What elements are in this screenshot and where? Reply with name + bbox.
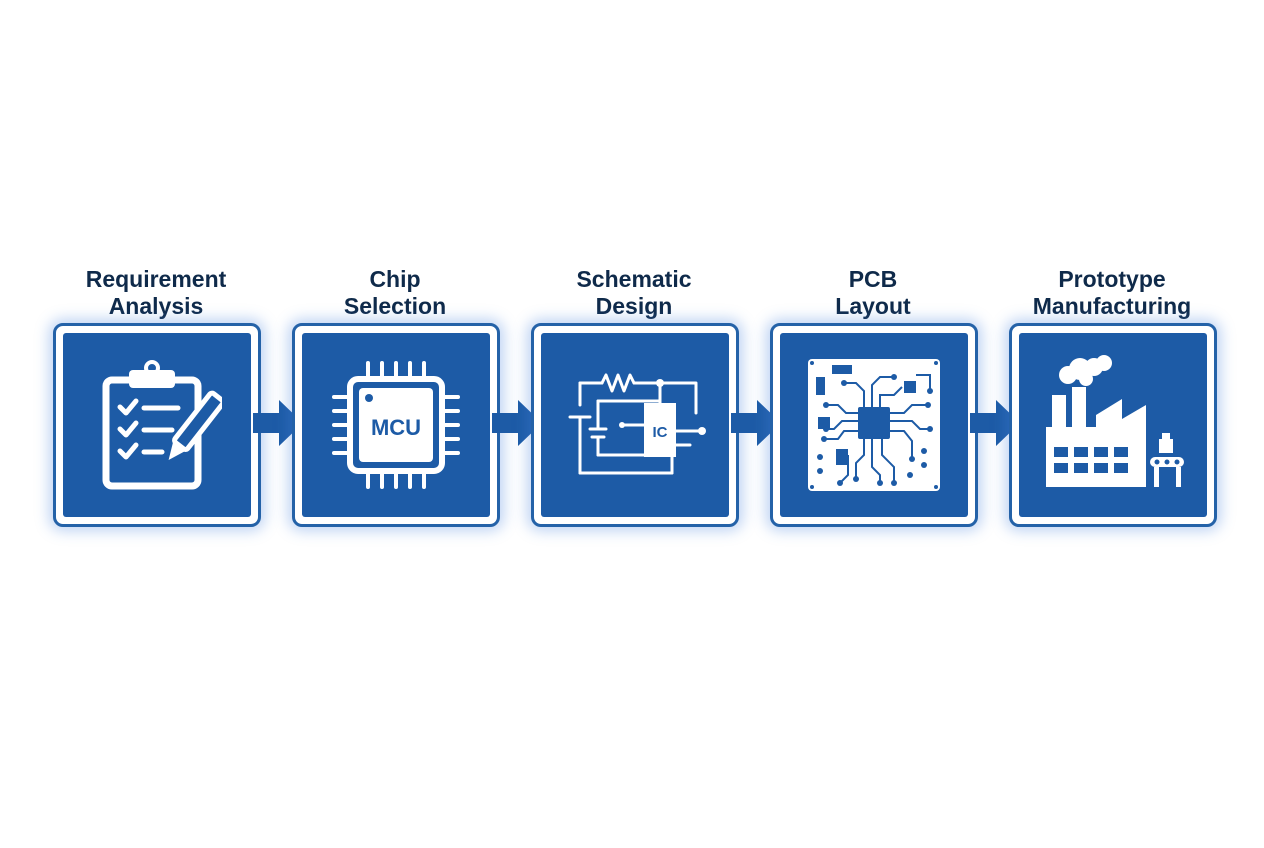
step-title: PCB Layout [770,260,976,320]
step-tile: IC [531,323,739,527]
step-schematic-design: Schematic Design [531,260,739,527]
step-title-line1: Chip [369,266,421,292]
flow-arrow [731,400,781,446]
mcu-label: MCU [371,415,421,440]
step-tile [770,323,978,527]
step-title: Schematic Design [531,260,737,320]
step-title: Chip Selection [292,260,498,320]
step-tile: MCU [292,323,500,527]
step-title-line2: Design [595,293,673,319]
step-pcb-layout: PCB Layout [770,260,978,527]
step-title-line1: Requirement [85,266,227,292]
step-title: Prototype Manufacturing [1009,260,1215,320]
step-requirement-analysis: Requirement Analysis [53,260,261,527]
step-title-line1: Schematic [576,266,692,292]
step-title-line2: Selection [343,293,447,319]
step-title-line1: PCB [848,266,898,292]
step-tile [53,323,261,527]
step-prototype-manufacturing: Prototype Manufacturing [1009,260,1217,527]
flow-arrow [970,400,1020,446]
step-title-line2: Analysis [108,293,204,319]
step-title-line2: Layout [835,293,911,319]
step-chip-selection: Chip Selection MCU [292,260,500,527]
clipboard-checklist-icon [102,360,222,490]
flow-arrow [492,400,542,446]
step-title: Requirement Analysis [53,260,259,320]
step-title-line1: Prototype [1058,266,1166,292]
flow-arrow [253,400,303,446]
step-title-line2: Manufacturing [1032,293,1192,319]
schematic-circuit-icon: IC [568,373,706,475]
ic-label: IC [653,424,668,441]
step-tile [1009,323,1217,527]
pcb-board-icon [808,359,940,491]
mcu-chip-icon: MCU [332,361,460,489]
factory-icon [1046,355,1184,487]
